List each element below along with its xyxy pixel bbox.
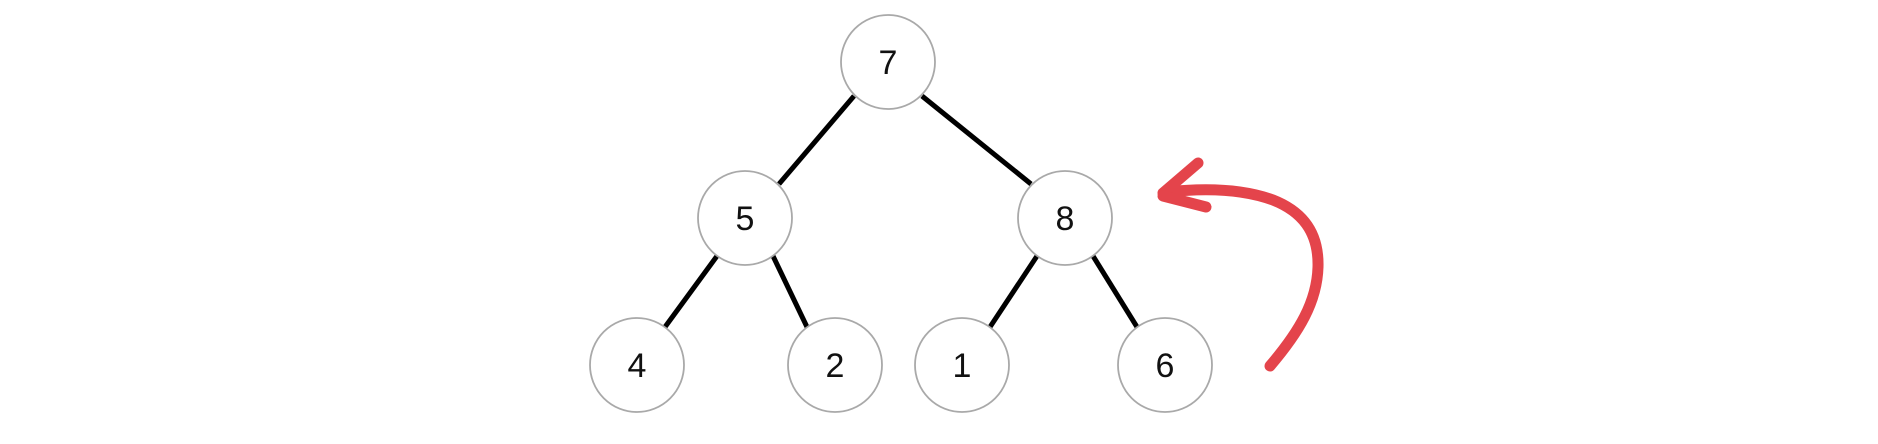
node-label-5: 5 bbox=[736, 200, 755, 238]
red-curved-arrow-annotation bbox=[1157, 157, 1324, 372]
tree-node-5[interactable]: 5 bbox=[697, 170, 793, 266]
node-circle-4[interactable] bbox=[589, 317, 685, 413]
edge-group bbox=[662, 94, 1140, 329]
node-circle-6[interactable] bbox=[1117, 317, 1213, 413]
tree-node-1[interactable]: 1 bbox=[914, 317, 1010, 413]
tree-node-8[interactable]: 8 bbox=[1017, 170, 1113, 266]
node-label-4: 4 bbox=[628, 347, 647, 385]
arrow-shaft bbox=[1160, 184, 1324, 372]
tree-node-7[interactable]: 7 bbox=[840, 14, 936, 110]
node-circle-7[interactable] bbox=[840, 14, 936, 110]
edge-7-8 bbox=[920, 94, 1033, 186]
edge-5-2 bbox=[770, 254, 810, 329]
arrow-head-upper-barb bbox=[1157, 157, 1204, 199]
edge-5-4 bbox=[662, 254, 720, 329]
edge-8-6 bbox=[1090, 254, 1140, 329]
node-circle-5[interactable] bbox=[697, 170, 793, 266]
edge-8-1 bbox=[987, 254, 1040, 329]
node-group: 7 5 8 4 2 1 6 bbox=[589, 14, 1213, 413]
edge-7-5 bbox=[777, 94, 856, 186]
tree-node-2[interactable]: 2 bbox=[787, 317, 883, 413]
node-label-8: 8 bbox=[1056, 200, 1075, 238]
arrow-head-lower-barb bbox=[1157, 190, 1212, 213]
node-label-7: 7 bbox=[879, 44, 898, 82]
node-circle-2[interactable] bbox=[787, 317, 883, 413]
tree-node-4[interactable]: 4 bbox=[589, 317, 685, 413]
node-circle-8[interactable] bbox=[1017, 170, 1113, 266]
node-label-1: 1 bbox=[953, 347, 972, 385]
node-circle-1[interactable] bbox=[914, 317, 1010, 413]
node-label-6: 6 bbox=[1156, 347, 1175, 385]
tree-node-6[interactable]: 6 bbox=[1117, 317, 1213, 413]
node-label-2: 2 bbox=[826, 347, 845, 385]
